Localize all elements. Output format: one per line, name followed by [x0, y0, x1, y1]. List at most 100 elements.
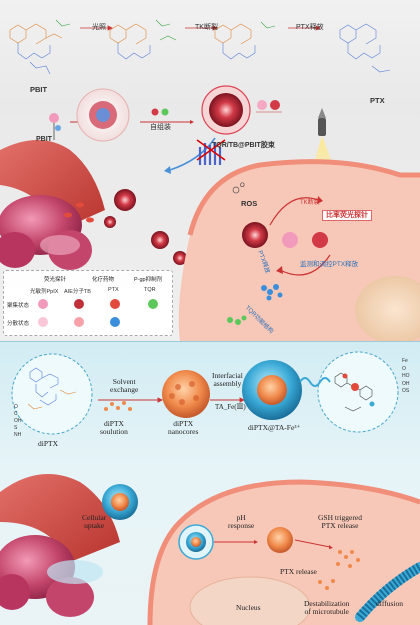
- legend-header-2: 化疗药物: [92, 277, 115, 283]
- legend-oh: OH: [402, 380, 410, 387]
- monitor-label: 监测和调控PTX释放: [300, 261, 359, 268]
- destabilization-label: Destabilization of microtubule: [304, 599, 350, 616]
- blood-flow-highlight: [40, 235, 80, 255]
- molecule-ptx: [339, 23, 391, 73]
- self-assembly-label: 自组装: [150, 124, 171, 131]
- pbit-molecule-icon: [49, 113, 61, 140]
- diptx-structure-circle: [11, 353, 93, 435]
- nucleus-label: Nucleus: [236, 603, 261, 612]
- legend-ppix-aggregated: [38, 299, 48, 309]
- cellular-uptake-label: Cellular uptake: [82, 513, 107, 530]
- legend-tb-dispersed: [74, 317, 84, 327]
- green-dots: [227, 315, 247, 325]
- legend-os: OS: [402, 388, 410, 394]
- legend-ptx-aggregated: [110, 299, 120, 309]
- legend-row-1: 聚集状态: [7, 303, 30, 309]
- cell-membrane: [187, 159, 420, 236]
- burst-micelle: [242, 222, 268, 248]
- diptx-label: diPTX: [38, 439, 59, 448]
- nucleus-2: [189, 576, 311, 625]
- interfacial-assembly-label: Interfacial assembly: [212, 371, 243, 388]
- legend-ptx-dispersed: [110, 317, 120, 327]
- element-legend-left: O C OH S NH: [14, 404, 22, 439]
- ta-fe-structure-circle: [317, 351, 399, 433]
- ptx-release-label: PTX release: [280, 567, 317, 576]
- diptx-ta-fe-label: diPTX@TA-Fe³⁺: [248, 423, 301, 432]
- step-arrows: [80, 25, 321, 31]
- legend-sub-4: TQR: [144, 287, 156, 293]
- tqr-dot: [151, 108, 159, 116]
- diptx-solution-label: diPTX soulution: [100, 419, 128, 436]
- arrow-label-1: 光照: [92, 24, 106, 31]
- process-arrows: [98, 397, 246, 403]
- released-ptx: [318, 550, 360, 590]
- legend-nh: NH: [14, 432, 22, 438]
- legend-tqr: [148, 299, 158, 309]
- released-probe: [282, 232, 298, 248]
- ph-response-label: pH response: [228, 513, 255, 530]
- ptx-label: PTX: [370, 96, 385, 105]
- legend-ppix-dispersed: [38, 317, 48, 327]
- cycle-arrow-2: [279, 254, 331, 276]
- coil-connector: [299, 377, 331, 387]
- cycle-arrow-1: [269, 197, 319, 226]
- element-legend-right: Fe O HO OH OS: [402, 358, 410, 396]
- top-panel-scheme: 光照 TK断裂 PTX释放 PBIT PTX PBIT 自组装 TQR/TB@P…: [0, 0, 420, 342]
- aggregated-probe: [312, 232, 328, 248]
- ptx-clusters: [261, 284, 283, 301]
- state-icon-2: [270, 100, 280, 110]
- blood-vessel-2: [0, 474, 120, 562]
- ros-label: ROS: [241, 199, 258, 208]
- pbit-label: PBIT: [30, 85, 48, 94]
- diptx-structure: [27, 367, 77, 410]
- legend-o-2: O: [14, 404, 18, 410]
- orange-dots: [104, 401, 132, 411]
- legend-oh-2: OH: [14, 418, 22, 424]
- ratio-probe-label: 比率荧光探针: [322, 210, 372, 222]
- o2-label: O: [240, 183, 245, 189]
- red-blood-cells: [64, 202, 94, 223]
- pbit-micelle: [76, 88, 130, 142]
- legend-fe: Fe: [402, 358, 408, 364]
- vessel-micelles: [104, 189, 187, 265]
- top-scene-illustration: [0, 19, 420, 342]
- tk-break-label: TK断裂: [300, 200, 320, 206]
- diptx-nanocores-label: diPTX nanocores: [168, 419, 199, 436]
- particle-flow: [47, 560, 103, 584]
- legend-table: 荧光探针 化疗药物 P-gp抑制剂 光敏剂PpIX AIE分子TB PTX TQ…: [3, 270, 173, 336]
- gsh-release-label: GSH triggered PTX release: [318, 513, 362, 530]
- legend-sub-2: AIE分子TB: [64, 289, 91, 295]
- molecule-step2: [109, 19, 177, 60]
- legend-c: C: [14, 411, 18, 417]
- legend-o: O: [402, 365, 406, 372]
- arrow-label-2: TK断裂: [195, 24, 218, 31]
- light-source-icon: [318, 118, 326, 136]
- legend-sub-1: 光敏剂PpIX: [30, 289, 59, 295]
- ta-fe-label: TA_Fe(Ⅲ): [215, 403, 246, 411]
- micelle-label: TQR/TB@PBIT胶束: [212, 142, 275, 149]
- legend-s: S: [14, 425, 18, 431]
- microtubule: [355, 562, 420, 622]
- arrow-label-3: PTX释放: [296, 24, 324, 31]
- fe-atom: [351, 383, 359, 391]
- legend-header-1: 荧光探针: [44, 277, 67, 283]
- solvent-exchange-label: Solvent exchange: [110, 377, 139, 394]
- legend-header-3: P-gp抑制剂: [134, 277, 163, 283]
- molecule-row: [9, 19, 391, 75]
- transport-arrow: [169, 137, 216, 171]
- molecule-step3: [214, 21, 276, 60]
- cell-membrane-2: [147, 479, 420, 625]
- legend-ho: HO: [402, 373, 410, 379]
- molecule-pbit: [9, 19, 71, 75]
- bottom-scene-illustration: [0, 351, 420, 625]
- bottom-panel-scheme: Solvent exchange Interfacial assembly TA…: [0, 342, 420, 625]
- legend-row-2: 分散状态: [7, 321, 30, 327]
- blood-vessel: [0, 140, 105, 230]
- oxygen-icon: [232, 186, 240, 194]
- loaded-micelle: [201, 85, 251, 135]
- diptx-nanocore: [162, 370, 210, 418]
- released-core: [267, 527, 293, 553]
- legend-tb-aggregated: [74, 299, 84, 309]
- pbit-small-label: PBIT: [36, 136, 52, 143]
- state-icon-1: [257, 100, 267, 110]
